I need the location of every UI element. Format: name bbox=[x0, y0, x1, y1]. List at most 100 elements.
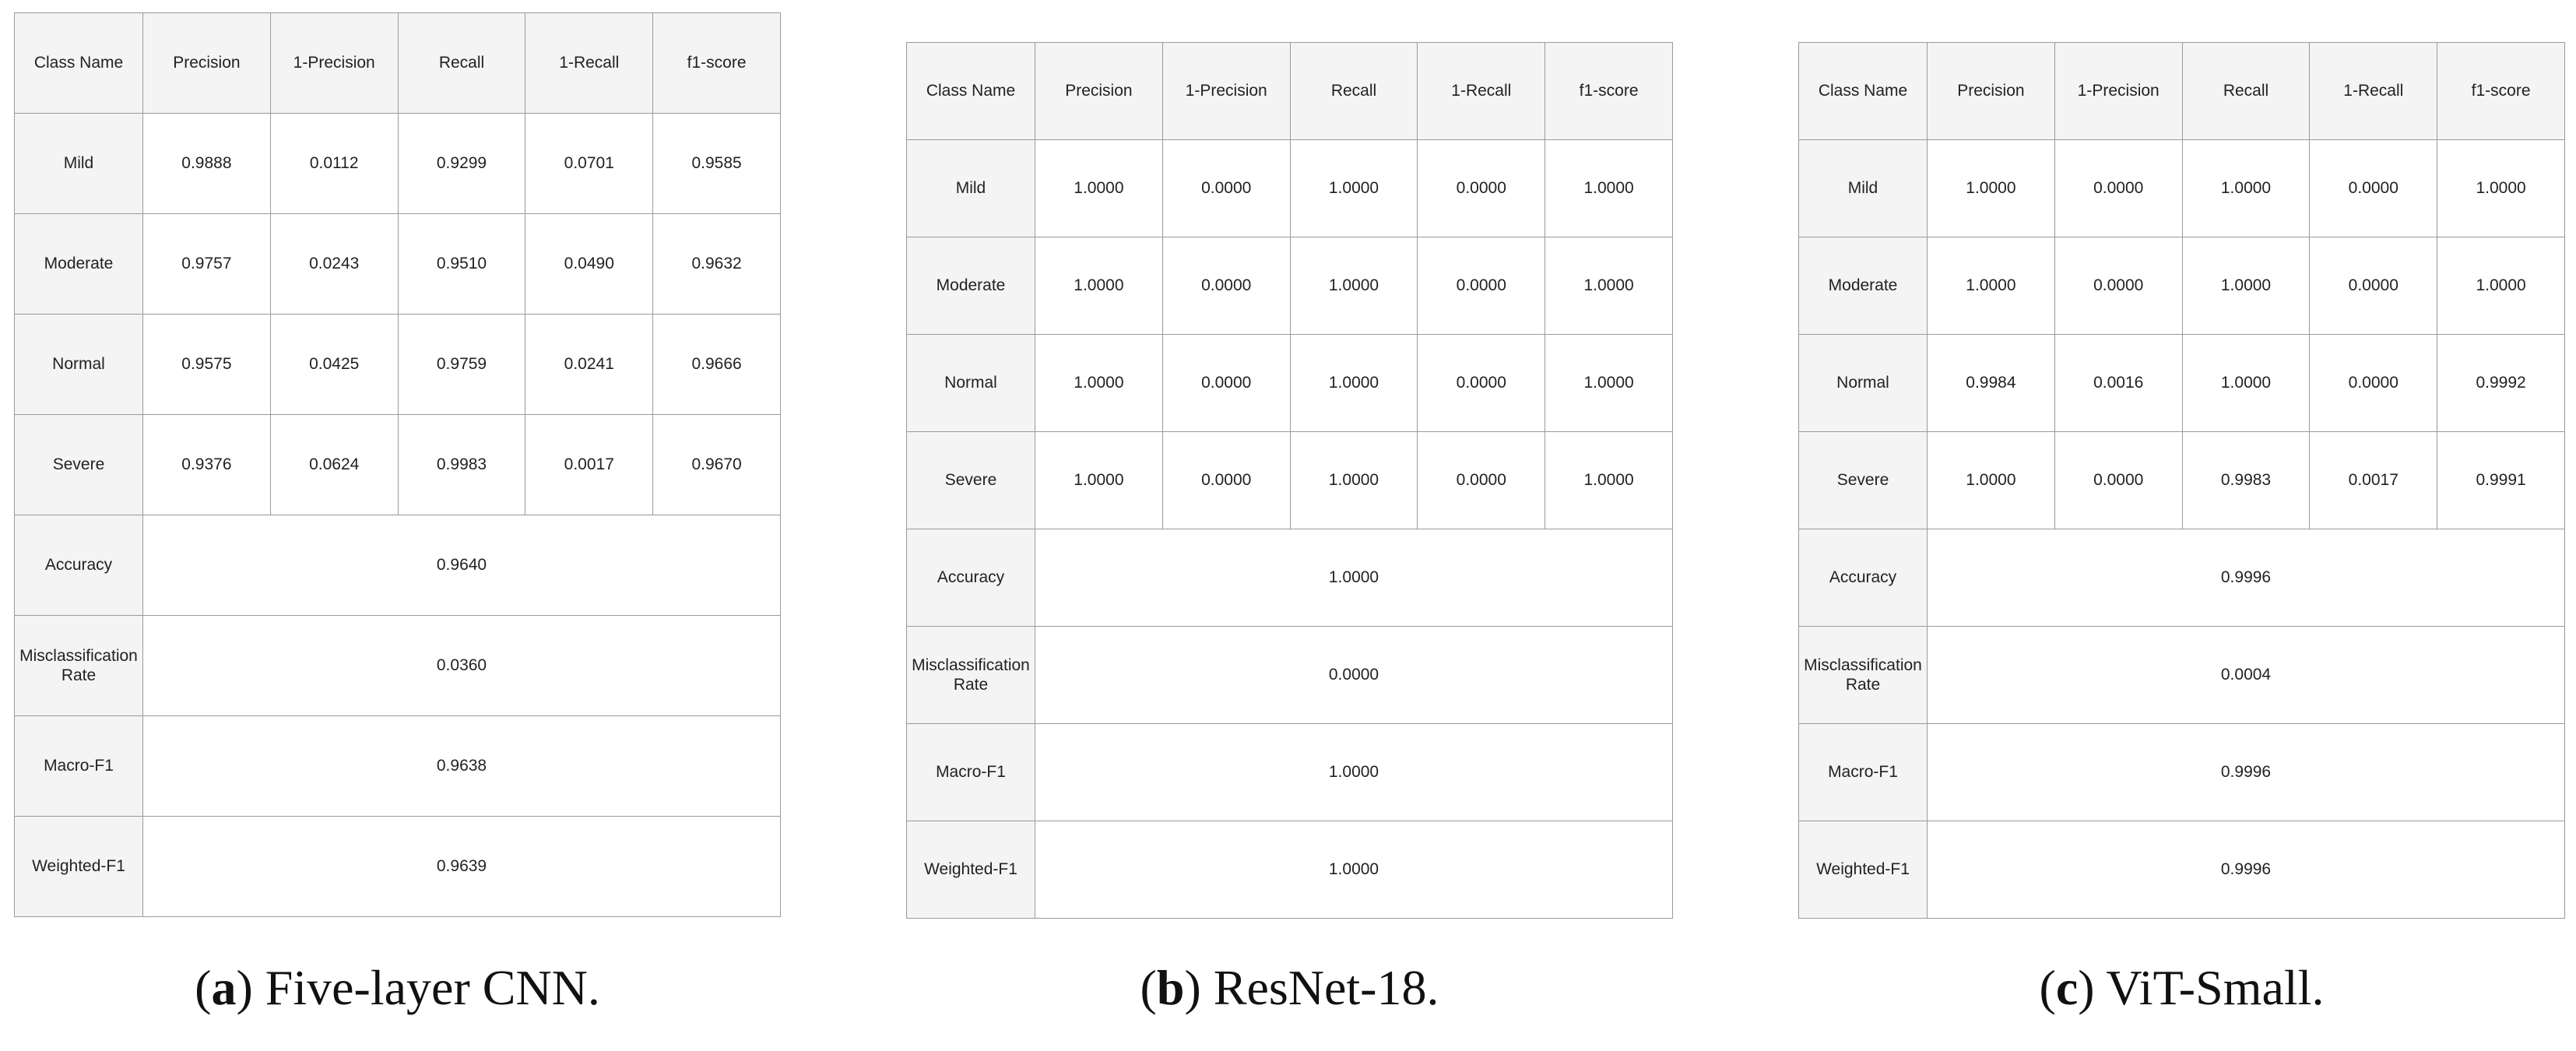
column-header: f1-score bbox=[652, 12, 781, 114]
table-cell: 0.0017 bbox=[2309, 431, 2438, 529]
caption-a: (a) Five-layer CNN. bbox=[14, 959, 781, 1017]
table-panel-a: Class Name Precision 1-Precision Recall … bbox=[14, 12, 781, 917]
summary-label: Misclassification Rate bbox=[14, 615, 143, 716]
row-label: Normal bbox=[906, 334, 1035, 432]
row-label: Severe bbox=[906, 431, 1035, 529]
table-cell: 0.9670 bbox=[652, 414, 781, 515]
table-row: Normal 0.9984 0.0016 1.0000 0.0000 0.999… bbox=[1798, 334, 2565, 432]
table-cell: 0.0000 bbox=[1161, 431, 1291, 529]
summary-label: Accuracy bbox=[1798, 529, 1928, 627]
table-cell: 0.0000 bbox=[1161, 334, 1291, 432]
table-row: Normal 1.0000 0.0000 1.0000 0.0000 1.000… bbox=[906, 334, 1673, 432]
summary-row: Weighted-F1 1.0000 bbox=[906, 821, 1673, 919]
row-label: Moderate bbox=[1798, 237, 1928, 335]
header-row: Class Name Precision 1-Precision Recall … bbox=[906, 42, 1673, 140]
caption-text: ViT-Small. bbox=[2106, 960, 2325, 1015]
table-cell: 0.0000 bbox=[2054, 431, 2183, 529]
row-label: Moderate bbox=[14, 213, 143, 315]
summary-row: Misclassification Rate 0.0004 bbox=[1798, 626, 2565, 724]
table-cell: 0.0000 bbox=[2309, 139, 2438, 237]
summary-value: 0.0360 bbox=[142, 615, 781, 716]
table-cell: 0.0000 bbox=[1161, 237, 1291, 335]
table-cell: 0.0016 bbox=[2054, 334, 2183, 432]
summary-row: Weighted-F1 0.9639 bbox=[14, 816, 781, 917]
table-row: Mild 0.9888 0.0112 0.9299 0.0701 0.9585 bbox=[14, 113, 781, 214]
column-header: Class Name bbox=[906, 42, 1035, 140]
table-cell: 1.0000 bbox=[2437, 237, 2565, 335]
column-header: Class Name bbox=[1798, 42, 1928, 140]
table-row: Moderate 1.0000 0.0000 1.0000 0.0000 1.0… bbox=[906, 237, 1673, 335]
table-cell: 0.0000 bbox=[2309, 237, 2438, 335]
header-row: Class Name Precision 1-Precision Recall … bbox=[14, 12, 781, 114]
column-header: Class Name bbox=[14, 12, 143, 114]
table-cell: 1.0000 bbox=[1289, 237, 1418, 335]
table-cell: 1.0000 bbox=[1545, 139, 1673, 237]
table-cell: 1.0000 bbox=[1035, 431, 1163, 529]
table-row: Severe 0.9376 0.0624 0.9983 0.0017 0.967… bbox=[14, 414, 781, 515]
table-cell: 0.0112 bbox=[269, 113, 399, 214]
row-label: Mild bbox=[14, 113, 143, 214]
table-cell: 1.0000 bbox=[1035, 237, 1163, 335]
summary-value: 0.0000 bbox=[1035, 626, 1673, 724]
table-cell: 0.0000 bbox=[1417, 237, 1546, 335]
table-cell: 0.0000 bbox=[1417, 431, 1546, 529]
column-header: f1-score bbox=[1545, 42, 1673, 140]
table-cell: 0.9888 bbox=[142, 113, 271, 214]
table-cell: 0.0701 bbox=[525, 113, 654, 214]
table-cell: 0.0000 bbox=[1417, 139, 1546, 237]
table-panel-c: Class Name Precision 1-Precision Recall … bbox=[1798, 42, 2565, 919]
table-cell: 1.0000 bbox=[1545, 237, 1673, 335]
table-cell: 0.0000 bbox=[2309, 334, 2438, 432]
table-cell: 1.0000 bbox=[1927, 139, 2055, 237]
table-cell: 1.0000 bbox=[2181, 139, 2311, 237]
caption-paren-open: ( bbox=[2039, 960, 2056, 1015]
summary-label: Weighted-F1 bbox=[906, 821, 1035, 919]
summary-row: Macro-F1 1.0000 bbox=[906, 723, 1673, 821]
table-cell: 1.0000 bbox=[1289, 334, 1418, 432]
table-cell: 0.9575 bbox=[142, 314, 271, 415]
caption-c: (c) ViT-Small. bbox=[1798, 959, 2565, 1017]
table-cell: 0.0017 bbox=[525, 414, 654, 515]
row-label: Mild bbox=[1798, 139, 1928, 237]
caption-paren-close: ) bbox=[236, 960, 253, 1015]
summary-value: 1.0000 bbox=[1035, 529, 1673, 627]
row-label: Moderate bbox=[906, 237, 1035, 335]
summary-label: Accuracy bbox=[906, 529, 1035, 627]
caption-b: (b) ResNet-18. bbox=[906, 959, 1673, 1017]
summary-row: Misclassification Rate 0.0000 bbox=[906, 626, 1673, 724]
table-row: Mild 1.0000 0.0000 1.0000 0.0000 1.0000 bbox=[906, 139, 1673, 237]
summary-value: 0.9638 bbox=[142, 715, 781, 817]
column-header: Recall bbox=[2181, 42, 2311, 140]
summary-value: 0.9639 bbox=[142, 816, 781, 917]
table-cell: 1.0000 bbox=[1035, 334, 1163, 432]
caption-letter: a bbox=[211, 960, 237, 1015]
table-cell: 1.0000 bbox=[2437, 139, 2565, 237]
table-cell: 0.9299 bbox=[397, 113, 526, 214]
summary-value: 1.0000 bbox=[1035, 821, 1673, 919]
summary-value: 0.9996 bbox=[1927, 821, 2565, 919]
summary-label: Macro-F1 bbox=[1798, 723, 1928, 821]
column-header: 1-Recall bbox=[2309, 42, 2438, 140]
table-cell: 1.0000 bbox=[1035, 139, 1163, 237]
column-header: Recall bbox=[1289, 42, 1418, 140]
table-cell: 0.9759 bbox=[397, 314, 526, 415]
table-row: Moderate 0.9757 0.0243 0.9510 0.0490 0.9… bbox=[14, 213, 781, 315]
table-cell: 0.9666 bbox=[652, 314, 781, 415]
summary-row: Macro-F1 0.9996 bbox=[1798, 723, 2565, 821]
summary-row: Weighted-F1 0.9996 bbox=[1798, 821, 2565, 919]
column-header: f1-score bbox=[2437, 42, 2565, 140]
summary-label: Weighted-F1 bbox=[1798, 821, 1928, 919]
table-cell: 0.9585 bbox=[652, 113, 781, 214]
column-header: Precision bbox=[1927, 42, 2055, 140]
caption-letter: b bbox=[1156, 960, 1185, 1015]
table-cell: 0.0000 bbox=[2054, 237, 2183, 335]
column-header: Precision bbox=[142, 12, 271, 114]
row-label: Severe bbox=[14, 414, 143, 515]
table-cell: 0.0425 bbox=[269, 314, 399, 415]
table-cell: 0.0000 bbox=[1161, 139, 1291, 237]
column-header: 1-Precision bbox=[1161, 42, 1291, 140]
summary-value: 0.9640 bbox=[142, 515, 781, 616]
column-header: 1-Recall bbox=[1417, 42, 1546, 140]
table-row: Severe 1.0000 0.0000 0.9983 0.0017 0.999… bbox=[1798, 431, 2565, 529]
metrics-table-c: Class Name Precision 1-Precision Recall … bbox=[1798, 42, 2565, 919]
